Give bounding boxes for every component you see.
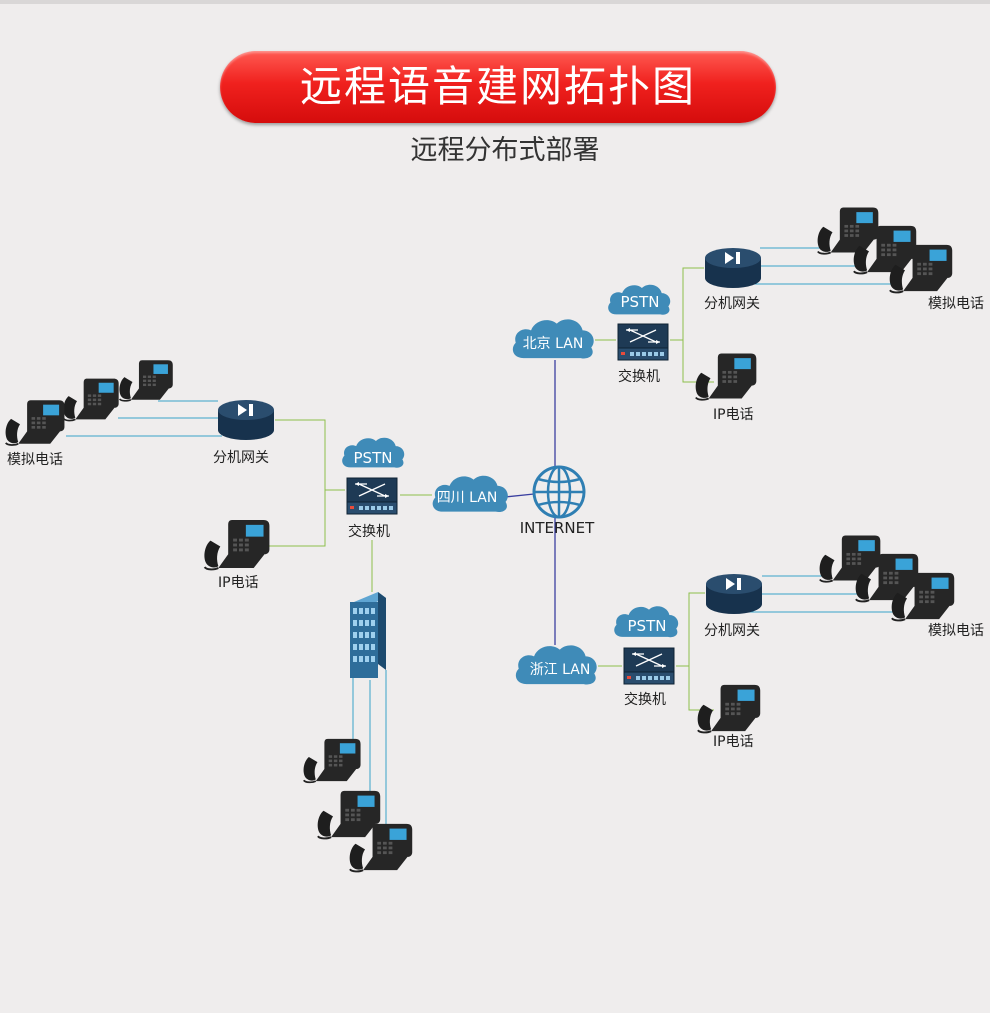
analog-phone-1 bbox=[816, 206, 880, 255]
beijing-pstn-label: PSTN bbox=[621, 293, 660, 311]
beijing-gateway bbox=[705, 248, 761, 288]
server-rack-icon bbox=[350, 592, 386, 678]
analog-phone-2 bbox=[62, 377, 120, 422]
beijing-analog-label: 模拟电话 bbox=[928, 296, 984, 312]
zhejiang-analog-label: 模拟电话 bbox=[928, 623, 984, 639]
sichuan-ip-phone-label: IP电话 bbox=[218, 575, 259, 591]
sichuan-switch-label: 交换机 bbox=[348, 523, 390, 540]
beijing-switch-label: 交换机 bbox=[618, 368, 660, 385]
zhejiang-pstn-label: PSTN bbox=[628, 617, 667, 635]
analog-phone-1 bbox=[118, 359, 174, 402]
zhejiang-site: 浙江 LAN PSTN 交换机 分机网关 模拟电话 IP电话 bbox=[515, 534, 984, 750]
zhejiang-switch-label: 交换机 bbox=[624, 691, 666, 708]
beijing-switch bbox=[617, 323, 669, 361]
sichuan-pstn-label: PSTN bbox=[354, 449, 393, 467]
zhejiang-switch bbox=[623, 647, 675, 685]
page-title: 远程语音建网拓扑图 bbox=[220, 51, 776, 123]
zhejiang-gateway-label: 分机网关 bbox=[704, 623, 760, 639]
sichuan-switch bbox=[346, 477, 398, 515]
zhejiang-ip-phone-label: IP电话 bbox=[713, 734, 754, 750]
analog-phone-3 bbox=[4, 399, 66, 446]
ip-phone bbox=[203, 518, 271, 571]
sichuan-gateway bbox=[218, 400, 274, 440]
sichuan-gateway-label: 分机网关 bbox=[213, 450, 269, 466]
page-subtitle: 远程分布式部署 bbox=[410, 135, 600, 166]
ip-phone bbox=[316, 789, 382, 840]
internet-globe-icon bbox=[532, 465, 586, 519]
ip-phone bbox=[696, 683, 762, 734]
zhejiang-gateway bbox=[706, 574, 762, 614]
sichuan-site: 模拟电话 分机网关 PSTN 交换机 四川 LAN IP电话 bbox=[4, 359, 508, 873]
beijing-ip-phone-label: IP电话 bbox=[713, 407, 754, 423]
beijing-gateway-label: 分机网关 bbox=[704, 296, 760, 312]
sichuan-analog-label: 模拟电话 bbox=[7, 452, 63, 468]
zhejiang-links bbox=[598, 575, 904, 711]
ip-phone bbox=[694, 352, 758, 401]
beijing-lan-label: 北京 LAN bbox=[523, 336, 584, 352]
top-divider bbox=[0, 0, 990, 4]
analog-phone-1 bbox=[818, 534, 882, 583]
beijing-site: 北京 LAN PSTN 交换机 分机网关 模拟电话 IP电话 bbox=[512, 206, 984, 423]
ip-phone bbox=[302, 737, 362, 784]
sichuan-lan-label: 四川 LAN bbox=[437, 490, 498, 506]
zhejiang-lan-label: 浙江 LAN bbox=[530, 662, 591, 678]
wan-links bbox=[504, 360, 556, 645]
internet-label: INTERNET bbox=[520, 519, 595, 537]
